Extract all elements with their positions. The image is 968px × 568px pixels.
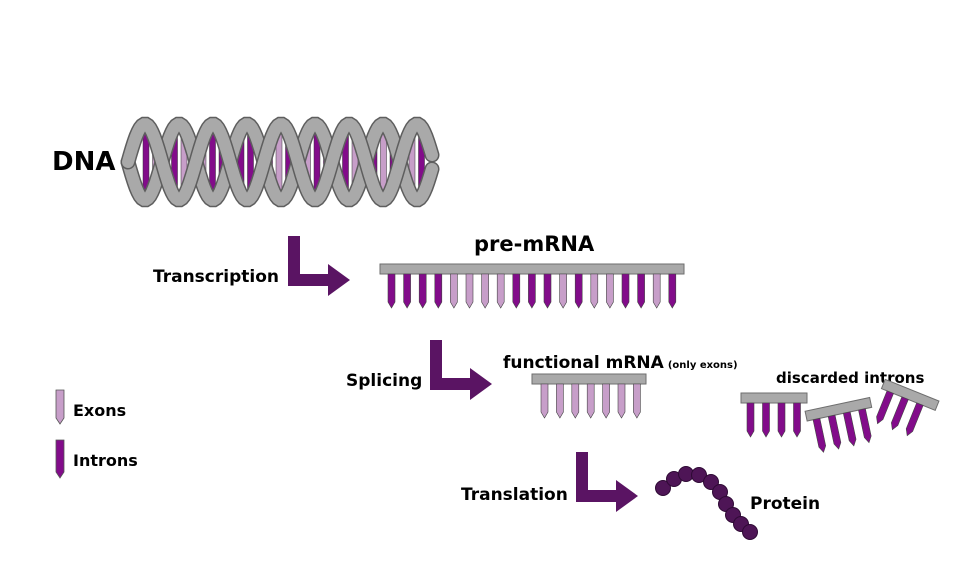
- discarded-intron-fragment-1: [740, 392, 808, 438]
- translation-label: Translation: [461, 485, 568, 505]
- dna-double-helix: [120, 116, 440, 208]
- pre-mrna-intron: [637, 273, 645, 309]
- discarded-intron: [827, 414, 842, 450]
- legend-exon-swatch: [55, 389, 65, 425]
- pre-mrna-exon: [450, 273, 458, 309]
- discarded-intron: [812, 417, 827, 453]
- discarded-intron: [793, 402, 801, 438]
- pre-mrna-intron: [387, 273, 396, 309]
- discarded-intron: [891, 396, 909, 431]
- mrna-exon: [571, 383, 580, 419]
- protein-chain: [655, 466, 758, 540]
- legend: Exons Introns: [55, 389, 138, 479]
- pre-mrna-intron: [543, 273, 552, 309]
- transcription-arrow: [288, 236, 350, 296]
- discarded-introns-label: discarded introns: [776, 369, 924, 387]
- pre-mrna-exon: [652, 273, 661, 309]
- pre-mrna-intron: [512, 273, 521, 309]
- mrna-exon: [602, 383, 610, 419]
- discarded-intron: [777, 402, 786, 438]
- mrna-exon: [556, 383, 564, 419]
- pre-mrna-intron: [574, 273, 583, 309]
- pre-mrna-exon: [481, 273, 489, 309]
- discarded-intron: [746, 402, 755, 438]
- mrna-exon: [586, 383, 595, 419]
- legend-exons-label: Exons: [73, 401, 126, 420]
- splicing-label: Splicing: [346, 371, 422, 391]
- amino-acid: [742, 524, 758, 540]
- pre-mrna-exon: [559, 273, 567, 309]
- pre-mrna-label: pre-mRNA: [474, 232, 595, 256]
- amino-acid: [703, 474, 719, 490]
- mrna-exon: [633, 383, 641, 419]
- translation-arrow: [576, 452, 638, 512]
- discarded-intron: [876, 390, 894, 425]
- amino-acid: [691, 467, 707, 483]
- discarded-intron: [762, 402, 770, 438]
- pre-mrna-intron: [621, 273, 630, 309]
- mrna-exon: [617, 383, 626, 419]
- pre-mrna-exon: [590, 273, 599, 309]
- dna-label: DNA: [52, 147, 115, 177]
- dna-strand-a: [122, 118, 438, 206]
- functional-mrna-backbone: [531, 373, 647, 385]
- pre-mrna-exon: [606, 273, 614, 309]
- pre-mrna-nucleotides: [387, 273, 677, 309]
- amino-acid: [655, 480, 671, 496]
- protein-label: Protein: [750, 494, 820, 514]
- pre-mrna-exon: [496, 273, 505, 309]
- mrna-exon: [540, 383, 549, 419]
- discarded-intron: [842, 411, 857, 447]
- discarded-intron: [905, 402, 924, 437]
- pre-mrna-exon: [465, 273, 474, 309]
- transcription-label: Transcription: [153, 267, 279, 287]
- legend-intron-swatch: [55, 439, 65, 479]
- pre-mrna-intron: [528, 273, 536, 309]
- discarded-intron-fragment-2: [804, 396, 873, 453]
- legend-introns-label: Introns: [73, 451, 138, 470]
- functional-mrna-exons: [540, 383, 641, 419]
- pre-mrna-backbone: [379, 263, 685, 275]
- functional-mrna-label: functional mRNA(only exons): [503, 353, 738, 373]
- pre-mrna-intron: [403, 273, 411, 309]
- pre-mrna-intron: [418, 273, 427, 309]
- intron-fragment-backbone: [740, 392, 808, 404]
- discarded-intron: [858, 408, 872, 444]
- pre-mrna-intron: [434, 273, 443, 309]
- dna-strand-b: [122, 118, 438, 206]
- discarded-intron-fragment-3: [876, 378, 940, 437]
- pre-mrna-intron: [668, 273, 677, 309]
- splicing-arrow: [430, 340, 492, 400]
- intron-fragment-backbone: [804, 396, 873, 422]
